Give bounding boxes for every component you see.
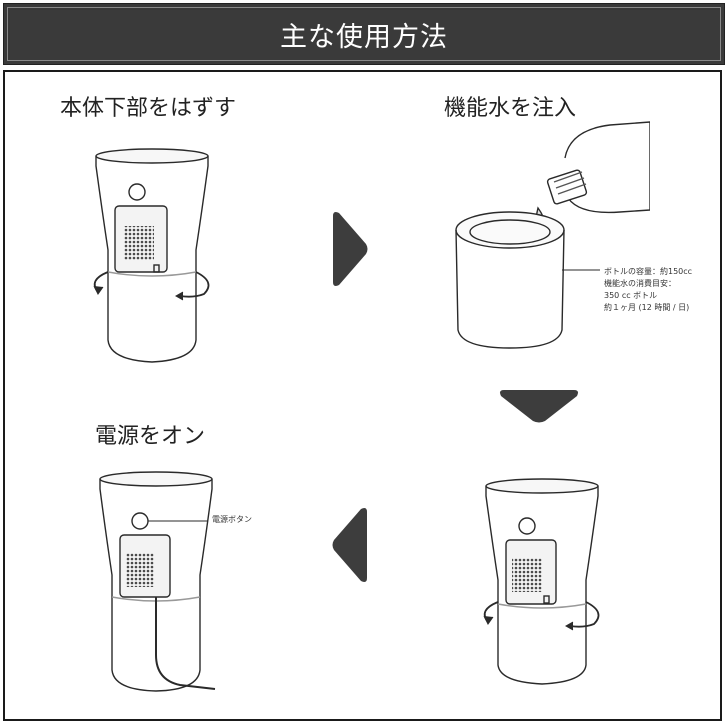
rotate-arrow-right-icon	[179, 271, 210, 298]
device-illustration-power	[99, 471, 216, 692]
tank-pouring-illustration	[455, 121, 650, 349]
arrow-down-icon	[500, 390, 578, 423]
duration-text: 約１ヶ月 (12 時間 / 日)	[604, 303, 690, 312]
header-inner-border: 主な使用方法	[7, 7, 721, 61]
instruction-frame	[3, 70, 722, 721]
bottle-size-text: 350 cc ボトル	[604, 291, 658, 300]
bottle-info-annotation: ボトルの容量：約150cc 機能水の消費目安： 350 cc ボトル 約１ヶ月 …	[604, 266, 692, 314]
arrow-left-icon	[332, 508, 367, 582]
rotate-arrow-right-icon	[569, 601, 600, 628]
arrow-right-icon	[333, 212, 368, 286]
step-label-power-on: 電源をオン	[95, 424, 206, 449]
device-illustration-reassemble	[483, 478, 600, 685]
page-title: 主な使用方法	[280, 21, 448, 53]
step-label-pour-water: 機能水を注入	[444, 96, 577, 121]
power-button-annotation: 電源ボタン	[212, 515, 252, 524]
consumption-label-text: 機能水の消費目安：	[604, 279, 676, 288]
step-label-remove-bottom: 本体下部をはずす	[60, 96, 237, 121]
header-bar: 主な使用方法	[3, 3, 725, 65]
bottle-capacity-text: ボトルの容量：約150cc	[604, 267, 693, 276]
device-illustration-remove	[93, 148, 210, 363]
